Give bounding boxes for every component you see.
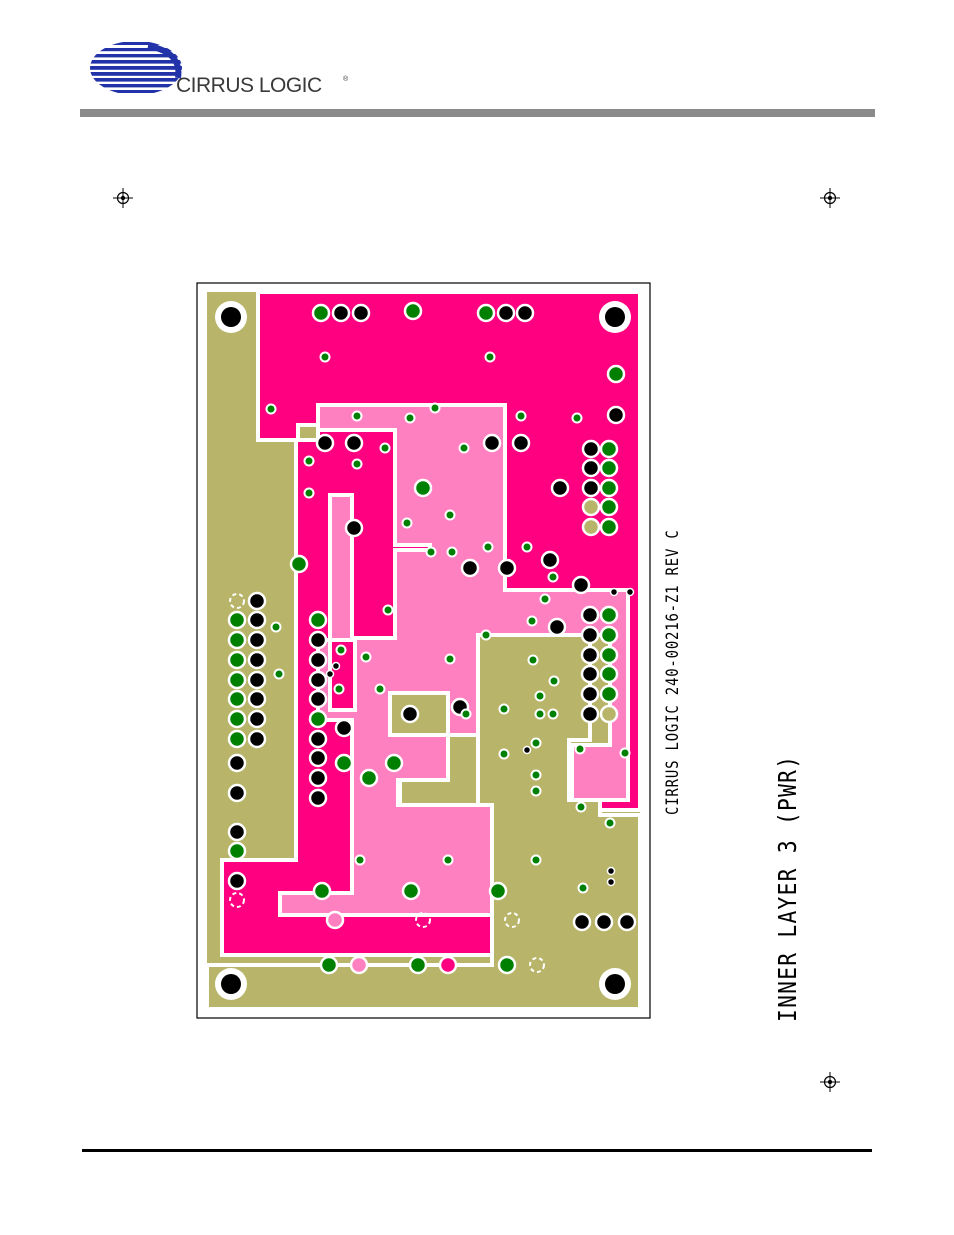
registration-mark-icon <box>820 1072 840 1092</box>
registration-mark-icon <box>820 188 840 208</box>
logo-wordmark: CIRRUS LOGIC <box>176 74 322 97</box>
footer-divider <box>82 1149 872 1152</box>
pads-black <box>227 303 637 932</box>
cirrus-logic-logo <box>78 38 368 102</box>
header-divider <box>80 109 875 117</box>
pcb-power-layer <box>196 282 651 1019</box>
registered-mark: ® <box>343 76 349 83</box>
pads-green <box>227 301 626 975</box>
vias-small <box>265 351 631 894</box>
logo-swoosh-icon <box>90 41 182 95</box>
layer-title: INNER LAYER 3 (PWR) <box>773 754 802 1022</box>
board-silkscreen-label: CIRRUS LOGIC 240-00216-Z1 REV C <box>663 529 683 815</box>
registration-mark-icon <box>113 188 133 208</box>
mounting-holes <box>215 301 631 1000</box>
